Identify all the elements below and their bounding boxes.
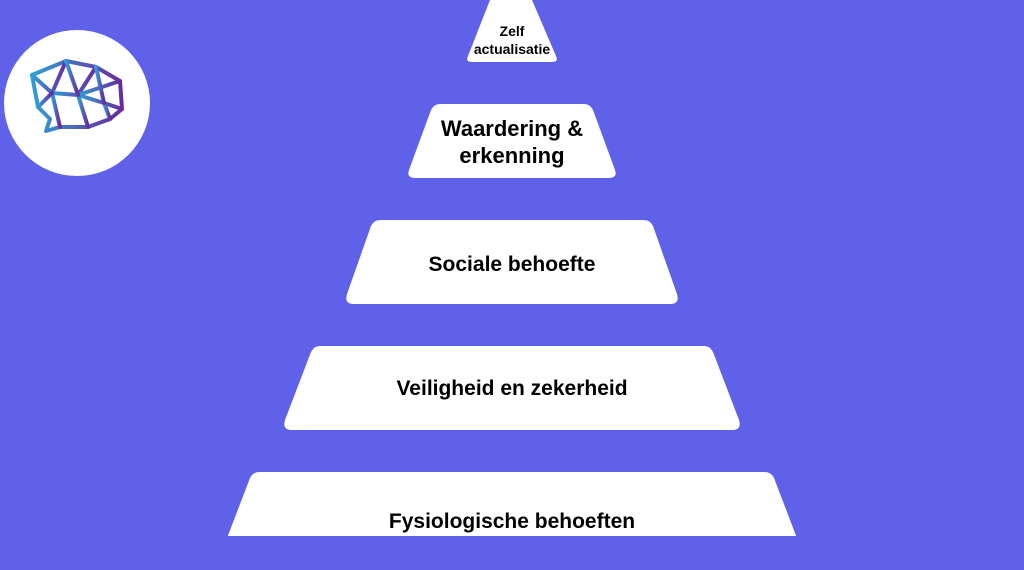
pyramid-tier-fysiologische-behoeften: [227, 472, 797, 536]
pyramid-tier-waardering: [408, 104, 616, 178]
brain-network-speech-bubble-icon: [30, 59, 124, 133]
level-label-veiligheid: Veiligheid en zekerheid: [396, 376, 628, 400]
pyramid-tier-veiligheid: [284, 346, 740, 430]
level-label-zelf-actualisatie: Zelf actualisatie: [473, 22, 551, 57]
logo: [4, 30, 150, 176]
pyramid-tier-sociale-behoefte: [346, 220, 678, 304]
level-label-waardering: Waardering & erkenning: [440, 115, 584, 169]
pyramid-tier-zelf-actualisatie: [467, 0, 557, 62]
pyramid-diagram: [227, 0, 797, 536]
level-label-sociale-behoefte: Sociale behoefte: [428, 252, 596, 276]
level-label-fysiologische-behoeften: Fysiologische behoeften: [388, 509, 636, 533]
